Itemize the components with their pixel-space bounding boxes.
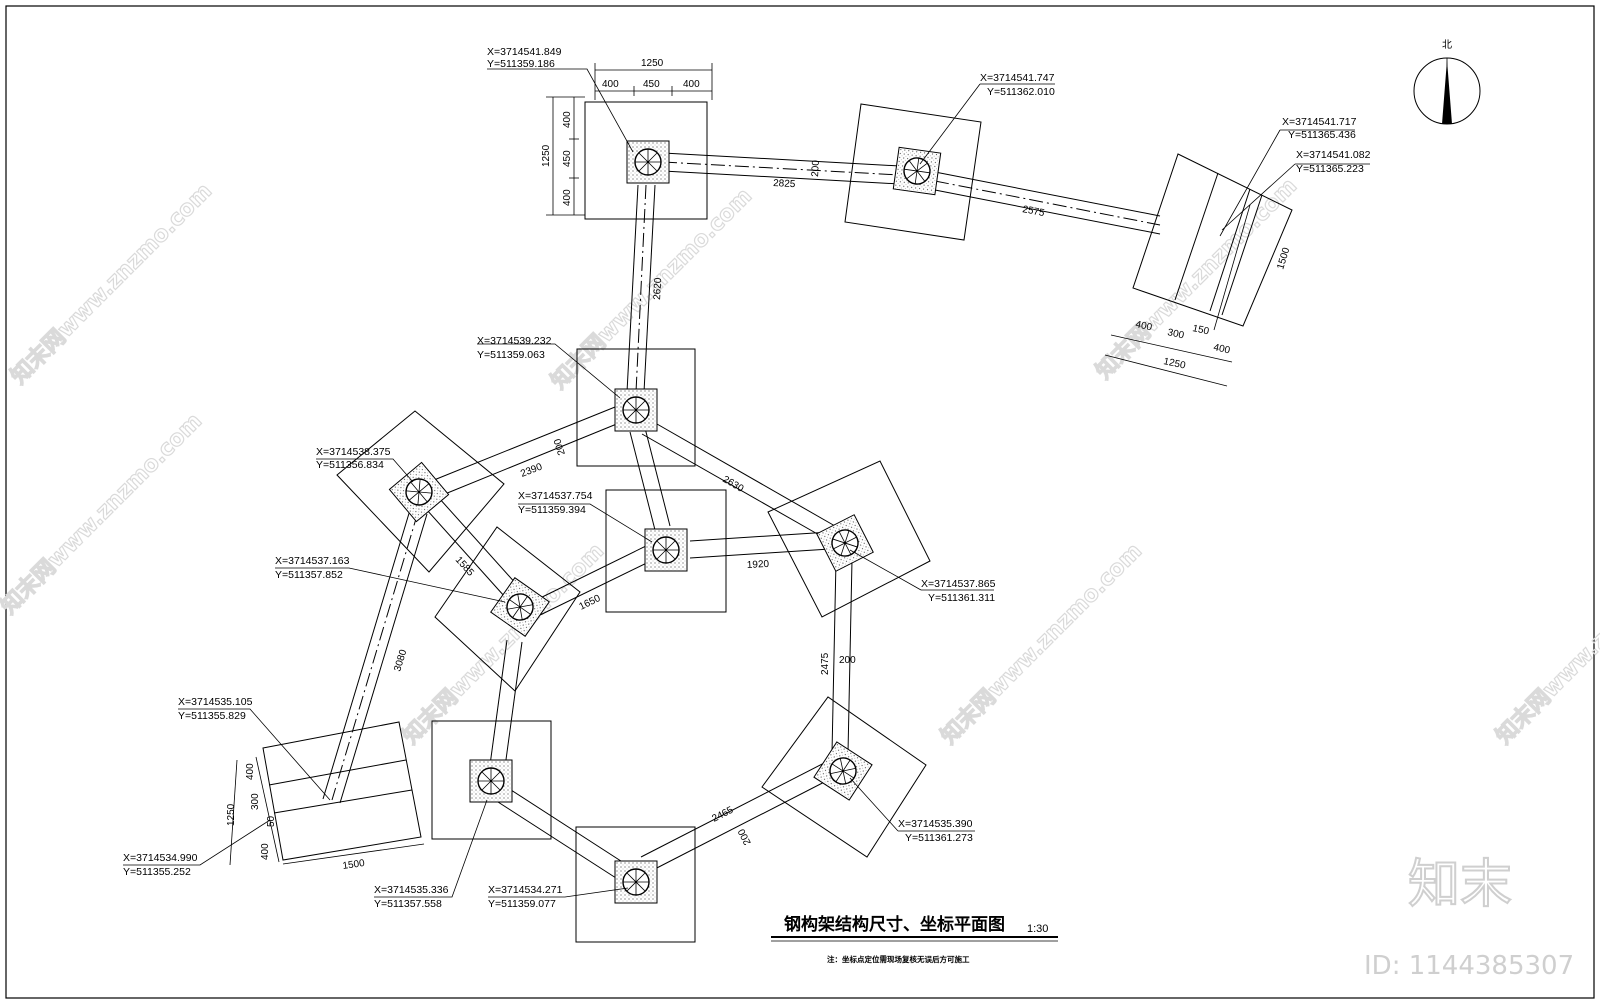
beams bbox=[268, 152, 1161, 879]
coord-y: Y=511357.558 bbox=[374, 898, 442, 910]
column-node bbox=[388, 461, 450, 523]
coord-x: X=3714537.754 bbox=[518, 490, 593, 502]
dim-label: 400 bbox=[562, 111, 573, 128]
dim-label: 400 bbox=[602, 79, 619, 90]
base-plates bbox=[262, 101, 1293, 943]
coord-y: Y=511355.252 bbox=[123, 866, 191, 878]
coordinate-labels: X=3714541.849 Y=511359.186 X=3714541.747… bbox=[123, 46, 1371, 910]
dim-label: 300 bbox=[1166, 327, 1185, 341]
coord-x: X=3714537.865 bbox=[921, 578, 996, 590]
coord-x: X=3714534.990 bbox=[123, 852, 198, 864]
dim-label: 2620 bbox=[652, 277, 664, 300]
column-nodes bbox=[388, 140, 942, 904]
coord-x: X=3714535.336 bbox=[374, 884, 449, 896]
dim-label: 2390 bbox=[519, 461, 544, 479]
dim-label: 200 bbox=[736, 826, 754, 846]
watermark-text: 知末网www.znzmo.com bbox=[1491, 538, 1600, 749]
sheet-border bbox=[5, 5, 1595, 999]
coord-y: Y=511365.436 bbox=[1288, 129, 1356, 141]
coord-x: X=3714541.717 bbox=[1282, 116, 1357, 128]
watermark-text: 知末网www.znzmo.com bbox=[936, 538, 1147, 749]
coord-x: X=3714537.163 bbox=[275, 555, 350, 567]
dim-label: 1250 bbox=[641, 58, 664, 69]
column-node bbox=[490, 577, 550, 637]
dim-label: 400 bbox=[245, 763, 256, 780]
drawing-title: 钢构架结构尺寸、坐标平面图 bbox=[784, 914, 1005, 935]
watermark-text: 知末网www.znzmo.com bbox=[0, 408, 207, 619]
coord-x: X=3714541.747 bbox=[980, 72, 1055, 84]
dim-label: 450 bbox=[562, 150, 573, 167]
north-arrow: 北 bbox=[1413, 39, 1481, 125]
dim-label: 3080 bbox=[392, 648, 409, 673]
coord-y: Y=511361.273 bbox=[905, 832, 973, 844]
dim-label: 400 bbox=[1212, 342, 1231, 356]
watermark-text: 知末网www.znzmo.com bbox=[1091, 173, 1302, 384]
dim-label: 2475 bbox=[820, 652, 831, 675]
column-node bbox=[813, 741, 873, 801]
dim-label: 400 bbox=[562, 189, 573, 206]
dim-label: 2825 bbox=[773, 178, 796, 190]
coord-y: Y=511361.311 bbox=[928, 592, 995, 604]
dim-label: 1250 bbox=[541, 144, 552, 167]
watermark-id: ID: 1144385307 bbox=[1364, 951, 1574, 981]
dim-label: 200 bbox=[552, 437, 568, 457]
drawing-note: 注：坐标点定位需现场复核无误后方可施工 bbox=[827, 954, 970, 964]
dim-label: 50 bbox=[266, 815, 277, 827]
coord-x: X=3714539.232 bbox=[477, 335, 552, 347]
watermark-text: 知末网www.znzmo.com bbox=[6, 178, 217, 389]
coord-x: X=3714541.849 bbox=[487, 46, 562, 58]
dim-label: 150 bbox=[1191, 323, 1210, 337]
dim-label: 1500 bbox=[1275, 246, 1292, 271]
dim-label: 1920 bbox=[747, 559, 770, 571]
dim-label: 1250 bbox=[226, 803, 237, 826]
dim-label: 200 bbox=[810, 159, 822, 177]
coord-x: X=3714534.271 bbox=[488, 884, 563, 896]
dim-label: 1650 bbox=[577, 593, 602, 613]
coord-y: Y=511365.223 bbox=[1296, 163, 1364, 175]
coord-x: X=3714538.375 bbox=[316, 446, 391, 458]
column-node bbox=[614, 388, 658, 432]
dimension-labels: 1250 400 450 400 1250 400 450 400 2825 2… bbox=[226, 58, 1293, 872]
watermark: 知末网www.znzmo.com 知末网www.znzmo.com 知末网www… bbox=[0, 172, 1600, 981]
column-node bbox=[469, 759, 513, 803]
column-node bbox=[614, 860, 658, 904]
dimension-lines bbox=[229, 63, 1251, 866]
coord-y: Y=511359.077 bbox=[488, 898, 556, 910]
watermark-logo: 知末 bbox=[1408, 855, 1512, 915]
coord-y: Y=511357.852 bbox=[275, 569, 343, 581]
title-block: 钢构架结构尺寸、坐标平面图 1:30 注：坐标点定位需现场复核无误后方可施工 bbox=[771, 914, 1058, 964]
dim-label: 2465 bbox=[710, 805, 735, 825]
coord-y: Y=511362.010 bbox=[987, 86, 1055, 98]
dim-label: 450 bbox=[643, 79, 660, 90]
dim-label: 1585 bbox=[453, 555, 476, 579]
dim-label: 300 bbox=[250, 793, 261, 810]
coord-x: X=3714535.390 bbox=[898, 818, 973, 830]
column-node bbox=[626, 140, 670, 184]
right-plate-detail bbox=[1174, 172, 1263, 316]
dim-label: 400 bbox=[1134, 319, 1153, 333]
dim-label: 400 bbox=[683, 79, 700, 90]
coord-y: Y=511359.063 bbox=[477, 349, 545, 361]
column-node bbox=[644, 528, 688, 572]
north-label: 北 bbox=[1442, 39, 1452, 51]
dim-label: 200 bbox=[839, 655, 856, 666]
coord-y: Y=511359.186 bbox=[487, 58, 555, 70]
column-node bbox=[892, 146, 942, 196]
dim-label: 400 bbox=[260, 843, 271, 860]
drawing-scale: 1:30 bbox=[1027, 923, 1048, 935]
dim-label: 2630 bbox=[721, 474, 746, 495]
leader-lines bbox=[123, 68, 1370, 898]
dim-label: 2575 bbox=[1021, 204, 1045, 219]
coord-x: X=3714541.082 bbox=[1296, 149, 1371, 161]
coord-x: X=3714535.105 bbox=[178, 696, 253, 708]
column-node bbox=[816, 514, 874, 572]
dim-label: 1250 bbox=[1162, 356, 1186, 371]
coord-y: Y=511355.829 bbox=[178, 710, 246, 722]
dim-label: 1500 bbox=[342, 858, 366, 872]
coord-y: Y=511359.394 bbox=[518, 504, 586, 516]
coord-y: Y=511356.834 bbox=[316, 459, 384, 471]
